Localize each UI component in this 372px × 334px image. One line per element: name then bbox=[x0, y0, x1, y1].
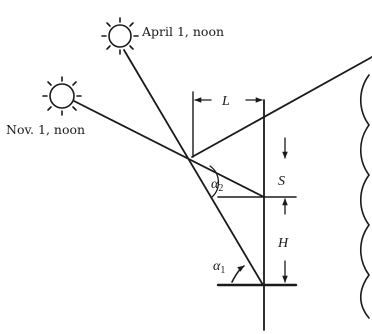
label-alpha2: α2 bbox=[211, 177, 223, 194]
alpha2-symbol: α bbox=[211, 177, 219, 192]
ray-nov-sun bbox=[73, 100, 265, 198]
ray-april-sun bbox=[123, 49, 264, 286]
label-alpha1: α1 bbox=[213, 259, 225, 276]
alpha2-arc bbox=[209, 165, 220, 198]
label-S: S bbox=[278, 174, 285, 189]
alpha1-subscript: 1 bbox=[220, 265, 225, 276]
overhang-line bbox=[191, 56, 372, 158]
label-april-1-noon: April 1, noon bbox=[141, 24, 224, 39]
sun-icon bbox=[42, 76, 82, 116]
wavy-boundary bbox=[359, 74, 370, 319]
alpha1-arc bbox=[231, 265, 245, 283]
label-L: L bbox=[221, 94, 230, 109]
sun-icon bbox=[101, 17, 139, 55]
label-H: H bbox=[277, 236, 289, 251]
alpha2-subscript: 2 bbox=[218, 183, 223, 194]
label-nov-1-noon: Nov. 1, noon bbox=[6, 122, 85, 137]
alpha1-symbol: α bbox=[213, 259, 221, 274]
